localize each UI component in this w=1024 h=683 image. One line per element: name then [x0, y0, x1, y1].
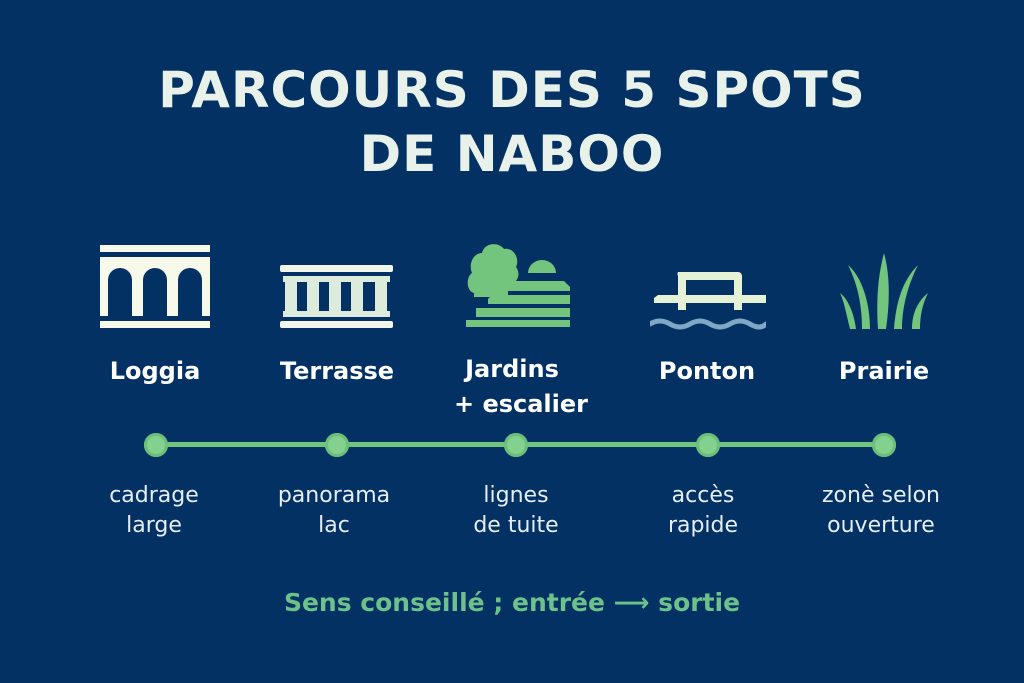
spot-note-loggia: cadrage large	[44, 481, 264, 541]
route-stop-5	[872, 433, 896, 457]
spot-note-ponton: accès rapide	[593, 481, 813, 541]
balustrade-icon	[280, 265, 393, 328]
route-stop-1	[144, 433, 168, 457]
title-line-2: DE NABOO	[359, 125, 665, 183]
route-direction-caption: Sens conseillé ; entrée ⟶ sortie	[283, 588, 741, 617]
note-line-1: panorama	[277, 483, 391, 508]
note-line-1: cadrage	[109, 483, 199, 508]
pier-water-icon	[650, 272, 766, 330]
note-line-1: accès	[671, 483, 735, 508]
spot-note-prairie: zonè selon ouverture	[771, 481, 991, 541]
note-line-2: de tuite	[473, 513, 559, 538]
spot-name-jardins-line-1: Jardins	[465, 355, 559, 383]
note-line-1: zonè selon	[822, 483, 940, 508]
note-line-1: lignes	[483, 483, 549, 508]
spot-name-loggia: Loggia	[109, 357, 201, 385]
spot-note-terrasse: panorama lac	[224, 481, 444, 541]
route-stop-3	[504, 433, 528, 457]
garden-stairs-icon	[466, 244, 570, 327]
spot-note-jardins: lignes de tuite	[406, 481, 626, 541]
note-line-2: large	[126, 513, 182, 538]
note-line-2: ouverture	[827, 513, 935, 538]
note-line-2: rapide	[667, 513, 739, 538]
title-line-1: PARCOURS DES 5 SPOTS	[158, 61, 866, 119]
page-title: PARCOURS DES 5 SPOTS DE NABOO	[0, 58, 1024, 186]
spot-name-terrasse: Terrasse	[279, 357, 395, 385]
route-stop-2	[325, 433, 349, 457]
grass-icon	[840, 253, 928, 329]
spot-name-jardins-line-2: + escalier	[453, 390, 588, 418]
route-stop-4	[696, 433, 720, 457]
note-line-2: lac	[318, 513, 350, 538]
arches-icon	[100, 245, 210, 328]
spot-name-prairie: Prairie	[838, 357, 930, 385]
spot-name-ponton: Ponton	[658, 357, 756, 385]
